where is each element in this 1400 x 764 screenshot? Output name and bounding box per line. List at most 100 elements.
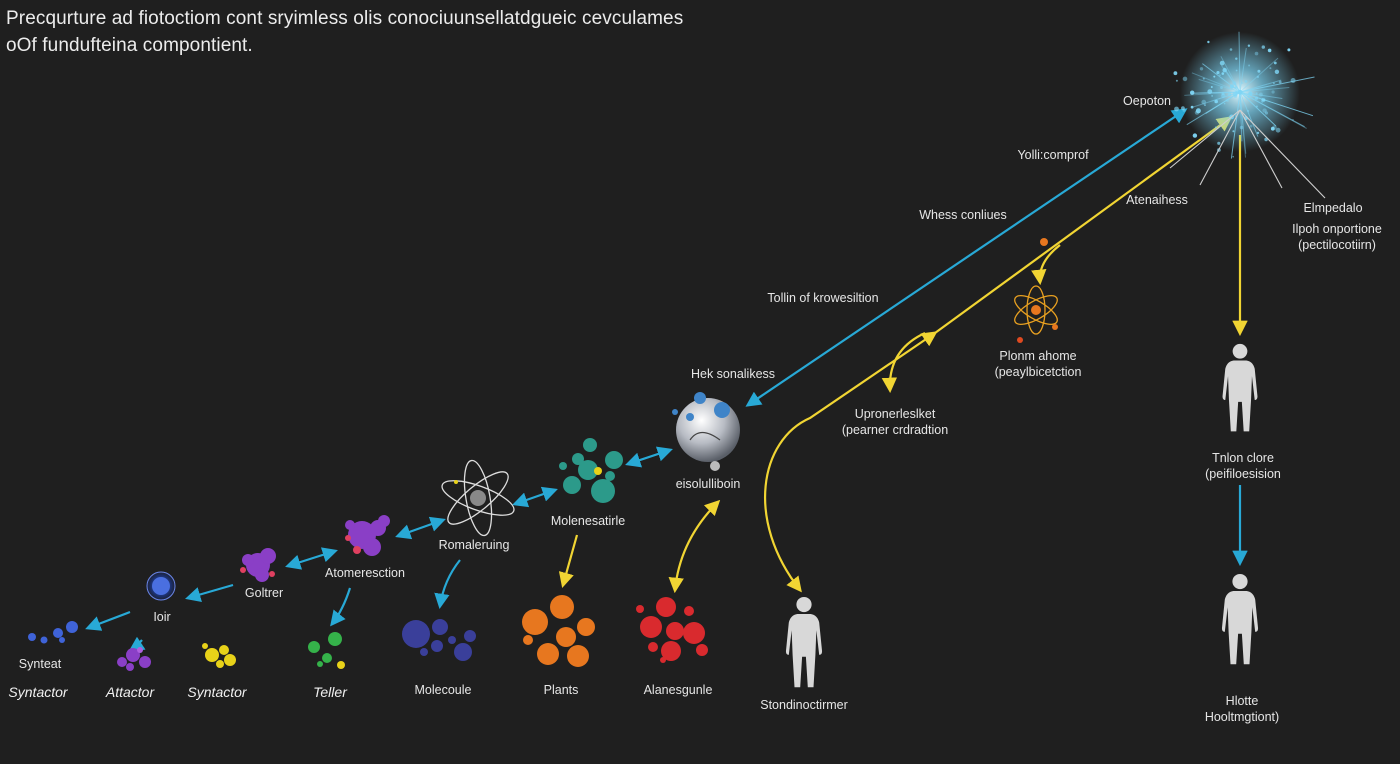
starburst-dot xyxy=(1241,81,1244,85)
label-hlotte: Hlotte Hooltmgtiont) xyxy=(1205,693,1279,725)
label-alanesgunle: Alanesgunle xyxy=(643,683,713,697)
starburst-dot xyxy=(1254,51,1259,56)
elsolullibon-sphere xyxy=(672,392,740,471)
label-goltrer: Goltrer xyxy=(244,586,284,600)
starburst-dot xyxy=(1239,125,1244,130)
starburst-dot xyxy=(1182,76,1188,82)
human-silhouette-icon xyxy=(1221,573,1259,665)
starburst-dot xyxy=(1273,82,1275,85)
diagram-title: Precqurture ad fiotoctiom cont sryimless… xyxy=(6,5,766,59)
starburst-dot xyxy=(1222,68,1227,73)
starburst-dot xyxy=(1207,89,1213,94)
label-atenaihess: Atenaihess xyxy=(1126,193,1188,207)
starburst-dot xyxy=(1199,67,1204,71)
starburst-dot xyxy=(1255,105,1258,108)
label-attractor: Attactor xyxy=(105,684,155,700)
human-silhouette-icon xyxy=(785,596,823,688)
starburst-dot xyxy=(1229,48,1233,51)
starburst-dot xyxy=(1207,40,1210,44)
starburst-ray xyxy=(1239,91,1277,127)
label-romaleruing: Romaleruing xyxy=(438,538,510,552)
syntext-particles xyxy=(28,621,78,644)
label-syntactor-left: Syntactor xyxy=(8,684,68,700)
starburst-dot xyxy=(1227,92,1232,97)
starburst-ray xyxy=(1239,91,1283,99)
starburst-dot xyxy=(1214,99,1218,104)
starburst-dot xyxy=(1195,108,1201,114)
starburst-dot xyxy=(1190,105,1194,109)
starburst-ray xyxy=(1186,91,1241,126)
starburst-dot xyxy=(1182,108,1186,112)
starburst-ray xyxy=(1239,91,1247,154)
starburst-dot xyxy=(1230,84,1234,89)
starburst-dot xyxy=(1261,45,1266,49)
starburst-dot xyxy=(1220,86,1223,89)
starburst-dot xyxy=(1192,133,1198,138)
title-line-2: oOf fundufteina compontient. xyxy=(6,35,253,56)
starburst-dot xyxy=(1244,80,1248,83)
label-tollin: Tollin of krowesiltion xyxy=(767,291,879,305)
starburst-dot xyxy=(1226,99,1229,102)
starburst-dot xyxy=(1257,69,1261,73)
starburst-dot xyxy=(1256,131,1260,135)
starburst-dot xyxy=(1261,98,1265,101)
starburst-dot xyxy=(1181,106,1185,110)
starburst-dot xyxy=(1234,86,1237,89)
starburst-dot xyxy=(1218,74,1221,77)
starburst-ray xyxy=(1239,87,1290,93)
label-tnlon-line1: Tnlon clore xyxy=(1212,451,1274,465)
label-molecule: Molecoule xyxy=(414,683,472,697)
starburst-dot xyxy=(1235,69,1238,72)
starburst-dot xyxy=(1292,119,1294,121)
starburst-dot xyxy=(1174,106,1179,112)
label-standmoctimer: Stondinoctirmer xyxy=(760,698,848,712)
starburst-ray xyxy=(1239,91,1243,142)
starburst-dot xyxy=(1214,126,1217,129)
starburst-dot xyxy=(1254,96,1259,100)
starburst-dot xyxy=(1278,80,1282,84)
label-tnlon-line2: (peifiloesision xyxy=(1205,467,1281,481)
starburst-dot xyxy=(1211,95,1213,97)
starburst-ray xyxy=(1230,91,1241,159)
label-upronerlasket-line1: Upronerleslket xyxy=(854,407,936,421)
starburst-dot xyxy=(1216,71,1220,75)
starburst-dot xyxy=(1217,141,1221,145)
starburst-dot xyxy=(1290,78,1296,83)
starburst-dot xyxy=(1204,104,1206,106)
label-hek-sonalikess: Hek sonalikess xyxy=(690,367,776,381)
starburst-dot xyxy=(1221,72,1225,75)
starburst-dot xyxy=(1274,69,1280,75)
starburst-dot xyxy=(1202,77,1205,80)
plonm-atom-icon xyxy=(1014,285,1058,343)
alanesgunle-particles xyxy=(636,597,708,663)
molecule-particles xyxy=(402,619,476,661)
starburst-icon xyxy=(1169,31,1326,199)
starburst-dot xyxy=(1194,110,1200,115)
atomeresction-particles xyxy=(345,515,390,556)
ioir-particle xyxy=(146,571,176,601)
starburst-dot xyxy=(1287,48,1291,52)
starburst-dot xyxy=(1256,75,1260,79)
starburst-dot xyxy=(1221,93,1226,98)
starburst-dot xyxy=(1247,110,1249,112)
label-ilpoh-line1: Ilpoh onportione xyxy=(1292,222,1382,236)
starburst-ray xyxy=(1191,72,1241,93)
starburst-dot xyxy=(1264,111,1268,115)
starburst-dot xyxy=(1232,130,1235,133)
starburst-ray xyxy=(1239,48,1247,93)
label-hlotte-line2: Hooltmgtiont) xyxy=(1204,710,1280,724)
goltrer-particles xyxy=(240,548,276,582)
label-ilpoh: Ilpoh onportione (pectilocotiirn) xyxy=(1292,221,1382,253)
starburst-dot xyxy=(1262,108,1267,113)
label-yolli: Yolli:comprof xyxy=(1017,148,1089,162)
label-atomeresction: Atomeresction xyxy=(325,566,405,580)
starburst-dot xyxy=(1201,99,1207,105)
label-plonm-line2: (peaylbicetction xyxy=(994,365,1082,379)
starburst-dot xyxy=(1247,44,1251,47)
label-molanesabrie: Molenesatirle xyxy=(550,514,626,528)
starburst-dot xyxy=(1235,57,1238,60)
starburst-dot xyxy=(1175,79,1178,82)
teller-particles xyxy=(308,632,345,669)
starburst-ray xyxy=(1198,78,1241,93)
